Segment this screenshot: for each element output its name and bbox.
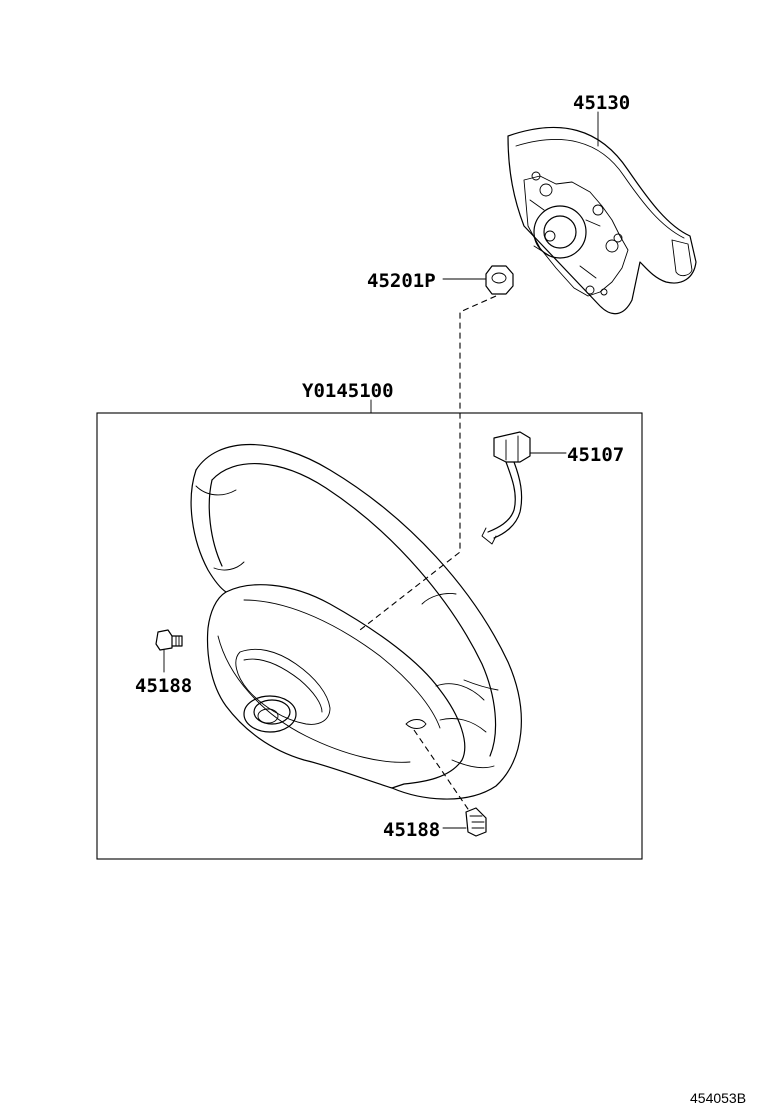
assembly-box — [96, 412, 643, 860]
connector-drawing — [481, 431, 531, 545]
bottom-screw-drawing — [465, 807, 487, 837]
nut-drawing — [485, 265, 514, 295]
screw-dashed-line — [413, 729, 471, 813]
left-screw-drawing — [155, 629, 183, 651]
callout-45107: 45107 — [567, 444, 624, 466]
callout-45201P: 45201P — [367, 270, 436, 292]
figure-number: 454053B — [690, 1090, 746, 1106]
callout-45188-left: 45188 — [135, 675, 192, 697]
assembly-dashed-line — [359, 295, 497, 631]
callout-45130: 45130 — [573, 92, 630, 114]
steering-wheel-drawing — [190, 444, 522, 800]
airbag-module-drawing — [507, 126, 697, 315]
callout-Y0145100: Y0145100 — [302, 380, 394, 402]
callout-45188-bottom: 45188 — [383, 819, 440, 841]
